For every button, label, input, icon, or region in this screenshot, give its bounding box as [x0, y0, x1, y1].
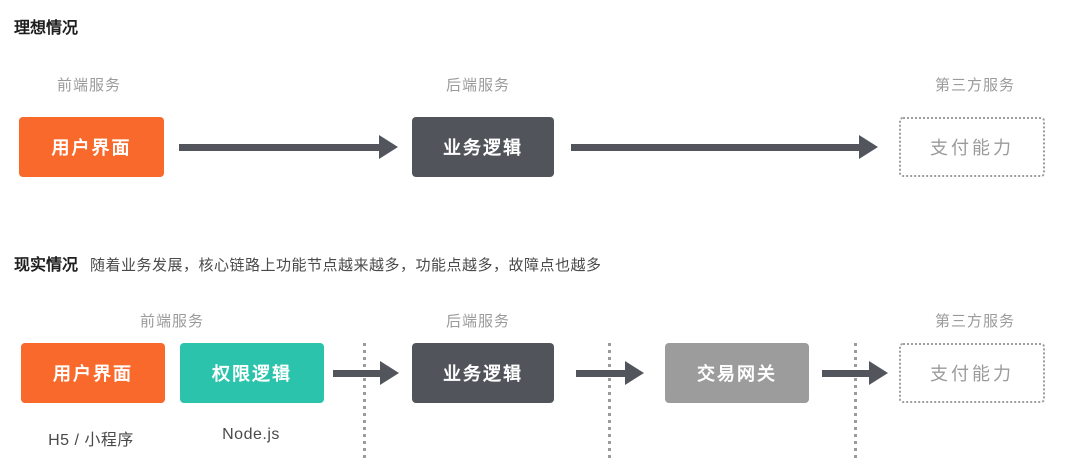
- ideal-node-payment-capability: 支付能力: [899, 117, 1045, 177]
- real-section-caption: 现实情况随着业务发展，核心链路上功能节点越来越多，功能点越多，故障点也越多: [14, 251, 602, 275]
- real-node-trade-gateway: 交易网关: [665, 343, 809, 403]
- arrow-head: [380, 361, 399, 385]
- real-node-user-interface: 用户界面: [21, 343, 165, 403]
- flow-arrow-icon: [179, 135, 398, 159]
- ideal-node-user-interface: 用户界面: [19, 117, 164, 177]
- arrow-head: [625, 361, 644, 385]
- real-node-auth-logic: 权限逻辑: [180, 343, 324, 403]
- real-thirdparty-service-label: 第三方服务: [934, 313, 1016, 330]
- real-section-title: 现实情况: [14, 257, 79, 274]
- ideal-frontend-service-label: 前端服务: [56, 77, 122, 94]
- arrow-shaft: [571, 143, 859, 151]
- real-backend-service-label: 后端服务: [445, 313, 511, 330]
- arrow-shaft: [333, 369, 380, 377]
- flow-arrow-icon: [571, 135, 878, 159]
- arrow-head: [379, 135, 398, 159]
- flow-arrow-icon: [333, 361, 399, 385]
- real-sublabel-h5-miniprogram: H5 / 小程序: [48, 432, 134, 449]
- real-sublabel-nodejs: Node.js: [222, 426, 280, 443]
- ideal-node-business-logic: 业务逻辑: [412, 117, 554, 177]
- arrow-shaft: [576, 369, 625, 377]
- gateway-thirdparty-boundary-dotted-line: [854, 343, 857, 458]
- ideal-backend-service-label: 后端服务: [445, 77, 511, 94]
- arrow-head: [859, 135, 878, 159]
- backend-gateway-boundary-dotted-line: [608, 343, 611, 458]
- real-frontend-service-label: 前端服务: [139, 313, 205, 330]
- real-node-business-logic: 业务逻辑: [412, 343, 554, 403]
- ideal-section-title: 理想情况: [14, 20, 79, 37]
- flow-arrow-icon: [576, 361, 644, 385]
- ideal-thirdparty-service-label: 第三方服务: [934, 77, 1016, 94]
- frontend-backend-boundary-dotted-line: [363, 343, 366, 458]
- arrow-shaft: [822, 369, 869, 377]
- arrow-head: [869, 361, 888, 385]
- real-node-payment-capability: 支付能力: [899, 343, 1045, 403]
- real-section-description: 随着业务发展，核心链路上功能节点越来越多，功能点越多，故障点也越多: [90, 257, 602, 274]
- arrow-shaft: [179, 143, 379, 151]
- flow-arrow-icon: [822, 361, 888, 385]
